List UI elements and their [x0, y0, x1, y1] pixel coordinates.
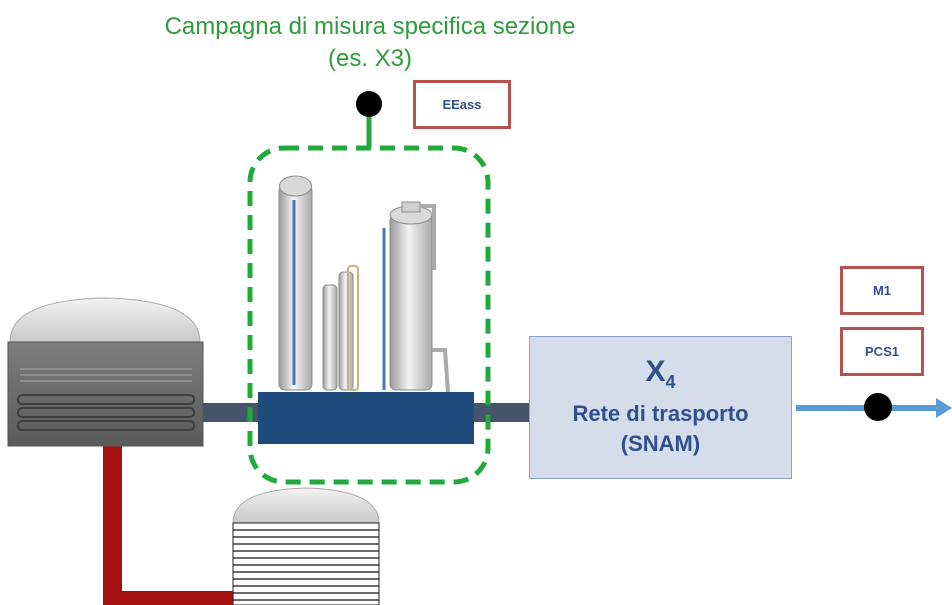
- storage-tank-icon: [232, 487, 380, 605]
- measurement-point-output-icon: [864, 393, 892, 421]
- pipe-digester-to-plant: [203, 403, 258, 422]
- measurement-point-eeass-icon: [356, 91, 382, 117]
- transport-box-line2: (SNAM): [620, 431, 701, 456]
- tag-pcs1: PCS1: [840, 327, 924, 376]
- tag-eeass: EEass: [413, 80, 511, 129]
- transport-box-label: X4: [530, 355, 791, 399]
- transport-box-label-sub: 4: [665, 372, 676, 392]
- upgrading-plant-icon: [258, 175, 474, 444]
- pipe-plant-to-network: [474, 403, 530, 422]
- transport-box-line1: Rete di trasporto: [572, 401, 749, 426]
- diagram-title-line2: (es. X3): [327, 45, 413, 72]
- tag-m1: M1: [840, 266, 924, 315]
- digester-tank-icon: [7, 297, 204, 447]
- transport-box-label-main: X: [645, 355, 666, 388]
- red-pipe: [103, 446, 235, 605]
- measurement-campaign-boundary: [247, 116, 491, 485]
- diagram-title-line1: Campagna di misura specifica sezione: [164, 13, 576, 40]
- transport-network-box: X4 Rete di trasporto (SNAM): [529, 336, 792, 479]
